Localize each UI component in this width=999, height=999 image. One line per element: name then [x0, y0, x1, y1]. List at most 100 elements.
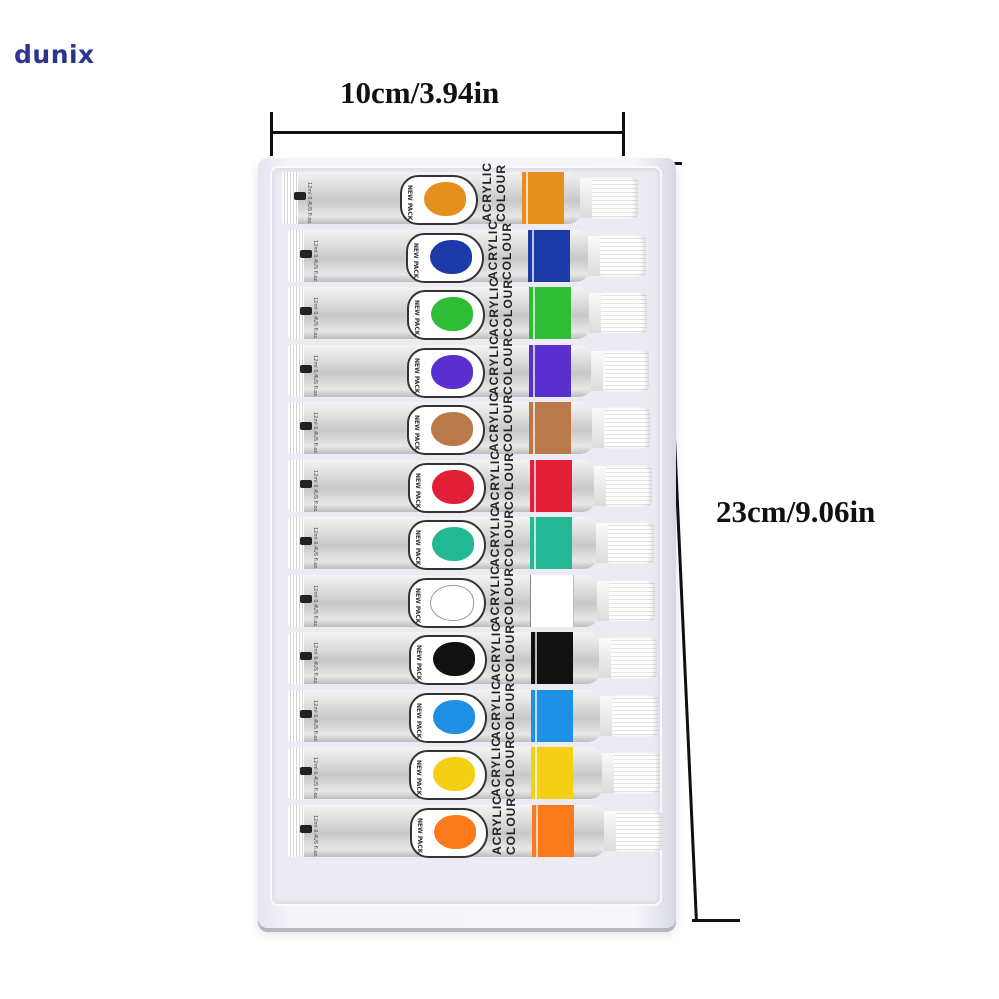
tube-fine-print: 12ml 0.4US fl.oz.: [312, 412, 318, 455]
tube-cap: [616, 810, 662, 852]
tube-notch: [300, 307, 312, 315]
tube-neck: [592, 408, 606, 448]
tube-crimp: [288, 402, 304, 454]
tube-color-band: [531, 747, 573, 799]
width-dimension-label: 10cm/3.94in: [340, 75, 500, 110]
tube-neck: [599, 638, 613, 678]
width-dimension-line: [272, 131, 624, 134]
tube-neck: [580, 178, 594, 218]
tube-crimp: [288, 517, 304, 569]
tube-notch: [300, 652, 312, 660]
tube-fine-print: 12ml 0.4US fl.oz.: [312, 527, 318, 570]
tube-color-band: [529, 402, 571, 454]
tube-color-band: [522, 172, 564, 224]
tube-fine-print: 12ml 0.4US fl.oz.: [312, 240, 318, 283]
tube-label-text: ACRYLIC COLOUR: [480, 162, 508, 222]
tube-label: ACRYLIC COLOUR: [480, 162, 520, 222]
tube-label-text: ACRYLIC COLOUR: [487, 335, 515, 395]
tube-label: ACRYLIC COLOUR: [488, 507, 528, 567]
tube-cap: [608, 522, 654, 564]
tube-color-swatch: [431, 297, 473, 331]
tube-cap: [614, 752, 660, 794]
tube-label-text: ACRYLIC COLOUR: [487, 277, 515, 337]
tube-badge-text: NEW PACK: [416, 818, 423, 854]
tube-fine-print: 12ml 0.4US fl.oz.: [312, 585, 318, 628]
tube-color-swatch: [433, 757, 475, 791]
tube-neck: [591, 351, 605, 391]
width-dimension-tick-left: [270, 112, 273, 156]
tube-label: ACRYLIC COLOUR: [487, 335, 527, 395]
tube-color-badge: NEW PACK: [408, 578, 486, 628]
tube-badge-text: NEW PACK: [413, 358, 420, 394]
tube-crimp: [288, 632, 304, 684]
tube-crimp: [288, 575, 304, 627]
tube-label-text: ACRYLIC COLOUR: [487, 392, 515, 452]
tube-label: ACRYLIC COLOUR: [486, 220, 526, 280]
tube-badge-text: NEW PACK: [415, 703, 422, 739]
tube-label-text: ACRYLIC COLOUR: [486, 220, 514, 280]
tube-label: ACRYLIC COLOUR: [488, 565, 528, 625]
tube-color-band: [531, 632, 573, 684]
tube-notch: [300, 825, 312, 833]
tube-crimp: [288, 345, 304, 397]
tube-neck: [594, 466, 608, 506]
tube-notch: [300, 422, 312, 430]
tube-color-swatch: [430, 585, 474, 621]
tube-label-text: ACRYLIC COLOUR: [490, 795, 518, 855]
tube-color-band: [531, 690, 573, 742]
tube-badge-text: NEW PACK: [406, 185, 413, 221]
paint-tube-violet: 12ml 0.4US fl.oz. NEW PACK ACRYLIC COLOUR: [288, 335, 663, 398]
tube-label: ACRYLIC COLOUR: [488, 450, 528, 510]
tube-label-text: ACRYLIC COLOUR: [488, 450, 516, 510]
tube-cap: [592, 177, 638, 219]
tube-color-badge: NEW PACK: [410, 808, 488, 858]
tube-color-swatch: [432, 470, 474, 504]
tube-notch: [300, 710, 312, 718]
tube-color-badge: NEW PACK: [408, 463, 486, 513]
tube-neck: [602, 753, 616, 793]
tube-neck: [597, 581, 611, 621]
tube-badge-text: NEW PACK: [414, 588, 421, 624]
paint-tube-ultramarine-blue: 12ml 0.4US fl.oz. NEW PACK ACRYLIC COLOUR: [288, 220, 660, 283]
tube-color-badge: NEW PACK: [407, 348, 485, 398]
tube-notch: [300, 480, 312, 488]
tube-label-text: ACRYLIC COLOUR: [489, 737, 517, 797]
tube-label-text: ACRYLIC COLOUR: [489, 622, 517, 682]
tube-badge-text: NEW PACK: [412, 243, 419, 279]
tube-label: ACRYLIC COLOUR: [489, 737, 529, 797]
tube-notch: [300, 767, 312, 775]
tube-color-swatch: [424, 182, 466, 216]
tube-color-band: [529, 287, 571, 339]
tube-notch: [300, 250, 312, 258]
tube-fine-print: 12ml 0.4US fl.oz.: [312, 757, 318, 800]
tube-color-band: [530, 460, 572, 512]
height-dimension-tick-bottom: [692, 919, 740, 922]
tube-label: ACRYLIC COLOUR: [489, 680, 529, 740]
tube-notch: [300, 365, 312, 373]
width-dimension-tick-right: [622, 112, 625, 156]
tube-color-badge: NEW PACK: [407, 290, 485, 340]
tube-fine-print: 12ml 0.4US fl.oz.: [312, 355, 318, 398]
paint-tube-yellow: 12ml 0.4US fl.oz. NEW PACK ACRYLIC COLOUR: [288, 737, 674, 800]
tube-neck: [604, 811, 618, 851]
brand-logo: dunix: [14, 40, 95, 69]
tube-color-swatch: [433, 700, 475, 734]
tube-color-band: [530, 517, 572, 569]
tube-cap: [612, 695, 658, 737]
tube-cap: [604, 407, 650, 449]
tube-label: ACRYLIC COLOUR: [489, 622, 529, 682]
tube-fine-print: 12ml 0.4US fl.oz.: [312, 700, 318, 743]
tube-label: ACRYLIC COLOUR: [487, 392, 527, 452]
tube-cap: [600, 235, 646, 277]
tube-crimp: [288, 230, 304, 282]
tube-fine-print: 12ml 0.4US fl.oz.: [312, 815, 318, 858]
tube-crimp: [288, 287, 304, 339]
tube-cap: [611, 637, 657, 679]
tube-badge-text: NEW PACK: [415, 760, 422, 796]
tube-fine-print: 12ml 0.4US fl.oz.: [312, 297, 318, 340]
